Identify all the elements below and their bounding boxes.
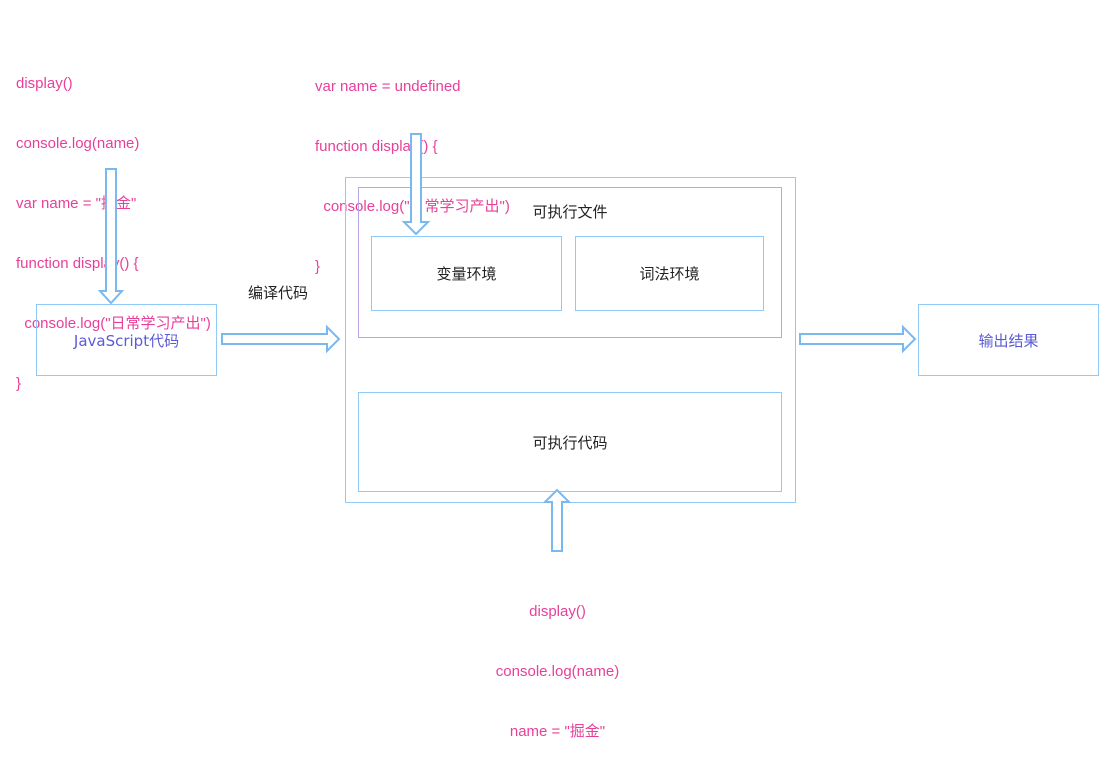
- compile-label: 编译代码: [248, 284, 309, 302]
- code-line: display(): [529, 603, 586, 620]
- code-line: console.log(name): [495, 663, 620, 680]
- javascript-code-label: JavaScript代码: [73, 331, 180, 350]
- lexical-environment-label: 词法环境: [639, 265, 700, 283]
- executable-file-label: 可执行文件: [532, 203, 608, 221]
- executable-file-box: [358, 187, 782, 338]
- executable-code-box: 可执行代码: [358, 392, 782, 492]
- code-line: var name = "掘金": [16, 195, 137, 212]
- arrow-down-icon: [401, 133, 431, 236]
- lexical-environment-box: 词法环境: [575, 236, 764, 311]
- arrow-right-icon: [799, 324, 917, 354]
- output-result-box: 输出结果: [918, 304, 1099, 376]
- code-line: }: [315, 258, 321, 275]
- code-line: }: [16, 375, 22, 392]
- code-line: name = "掘金": [509, 723, 606, 740]
- code-line: display(): [16, 75, 73, 92]
- code-line: console.log("日常学习产出"): [16, 315, 211, 332]
- arrow-up-icon: [542, 488, 572, 552]
- code-line: console.log(name): [16, 135, 140, 152]
- javascript-code-box: JavaScript代码: [36, 304, 217, 376]
- executable-code-label: 可执行代码: [532, 433, 608, 452]
- variable-environment-label: 变量环境: [436, 265, 497, 283]
- variable-environment-box: 变量环境: [371, 236, 562, 311]
- code-line: var name = undefined: [315, 78, 461, 95]
- output-result-label: 输出结果: [978, 331, 1039, 350]
- arrow-right-icon: [221, 324, 341, 354]
- arrows-layer: [97, 133, 917, 552]
- arrow-down-icon: [97, 168, 125, 305]
